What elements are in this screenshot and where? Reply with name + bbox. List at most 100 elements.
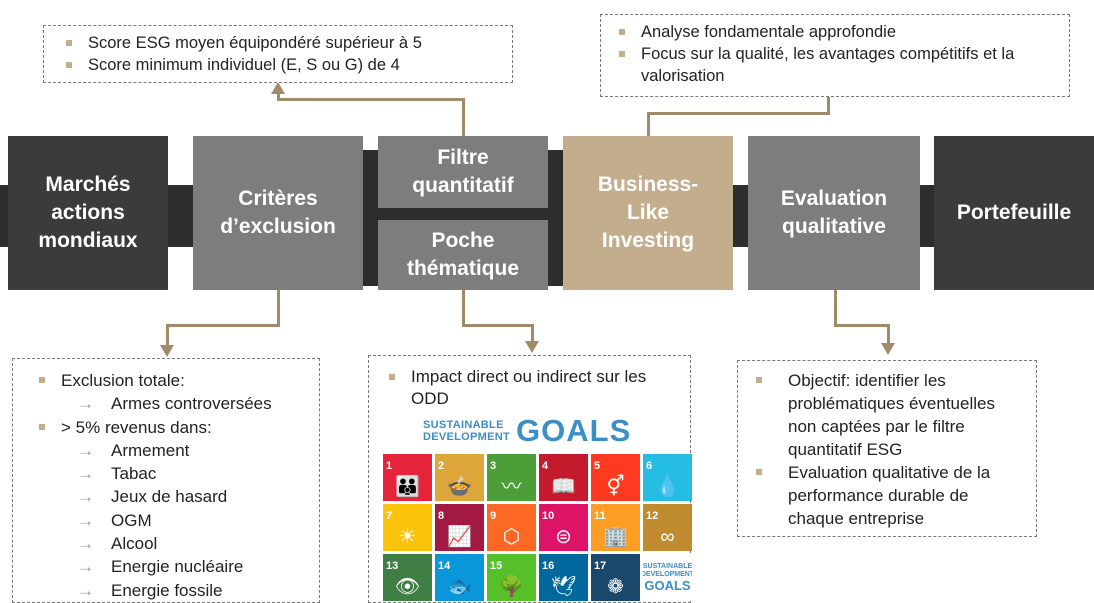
sdg-tile-number: 8 [438,510,445,522]
sdg-grid: 1👪2🍲3〰4📖5⚥6💧7☀8📈9⬡10⊜11🏢12∞13👁14🐟15🌳16🕊1… [383,454,692,601]
sdg-tile-1: 1👪 [383,454,432,501]
sdg-tile-number: 2 [438,460,445,472]
connector-thematic-v [531,324,534,342]
sdg-tile-number: 1 [386,460,393,472]
sdg-goal-icon: ❁ [607,576,624,598]
sdg-tile-10: 10⊜ [539,504,588,551]
sdg-tile-14: 14 🐟 [435,554,484,601]
connector-filter-esg-h [277,98,465,101]
qualitative-item: Evaluation qualitative de la performance… [748,461,1028,530]
sdg-goal-icon: ⬡ [502,526,521,548]
fundamental-item: Focus sur la qualité, les avantages comp… [611,43,1061,87]
sdg-goal-icon: ⊜ [555,526,572,548]
connector-thematic-h [462,324,534,327]
fundamental-analysis-box: Analyse fondamentale approfondie Focus s… [600,14,1070,97]
sdg-tile-16: 16 🕊 [539,554,588,601]
sdg-tile-number: 13 [386,560,399,572]
exclusion-revenue-item: →OGM [31,509,311,532]
exclusion-revenue-item: →Energie nucléaire [31,555,311,578]
sdg-tile-7: 7☀ [383,504,432,551]
sdg-tile-8: 8📈 [435,504,484,551]
sdg-goal-icon: 🕊 [550,576,577,598]
sdg-goal-icon: 🏢 [603,526,628,548]
sdg-tile-4: 4📖 [539,454,588,501]
stage-quantitative-filter: Filtre quantitatif [378,136,548,208]
connector-exclusion [277,290,280,326]
impact-item: Impact direct ou indirect sur les ODD [381,366,682,410]
sdg-tile-number: 10 [542,510,555,522]
sdg-tile-number: 6 [646,460,653,472]
esg-score-box: Score ESG moyen équipondéré supérieur à … [43,25,513,83]
connector-filter-esg-v [277,93,280,101]
arrowhead-esg [271,82,285,94]
sdg-tile-15: 15 🌳 [487,554,536,601]
sdg-goal-icon: 🐟 [447,576,472,598]
sdg-tile-number: 7 [386,510,393,522]
qualitative-item: Objectif: identifier les problématiques … [748,369,1028,461]
esg-item: Score minimum individuel (E, S ou G) de … [58,54,504,76]
sdg-tile-number: 4 [542,460,549,472]
exclusion-revenue-label: > 5% revenus dans: [31,416,311,439]
stage-portfolio: Portefeuille [934,136,1094,290]
sdg-tile-13: 13 👁 [383,554,432,601]
sdg-tile-number: 15 [490,560,503,572]
connector-qualitative-h [834,324,890,327]
sdg-tile-11: 11 🏢 [591,504,640,551]
sdg-logo-tile-text: GOALS [644,577,691,593]
connector-qualitative [834,290,837,326]
stage-global-equity-markets: Marchés actions mondiaux [8,136,168,290]
arrow-icon: → [77,510,94,530]
sdg-goal-icon: ☀ [398,526,417,548]
sdg-goal-icon: 〰 [501,476,522,498]
sdg-tile-number: 12 [646,510,659,522]
exclusion-revenue-item: →Tabac [31,462,311,485]
sdg-goal-icon: 📖 [551,476,576,498]
sdg-tile-6: 6💧 [643,454,692,501]
sdg-goal-icon: 💧 [655,476,680,498]
sdg-logo-tile-text: DEVELOPMENT [643,570,692,578]
exclusion-revenue-item: →Alcool [31,532,311,555]
exclusion-revenue-item: →Armement [31,439,311,462]
sdg-tile-2: 2🍲 [435,454,484,501]
arrowhead-impact [525,341,539,353]
connector-filter-esg [462,100,465,136]
exclusion-box: Exclusion totale: →Armes controversées >… [12,358,320,603]
arrow-icon: → [77,464,94,484]
arrow-icon: → [77,534,94,554]
sdg-tile-12: 12∞ [643,504,692,551]
connector-qualitative-v [887,324,890,344]
sdg-tile-3: 3〰 [487,454,536,501]
sdg-tile-number: 5 [594,460,601,472]
fundamental-item: Analyse fondamentale approfondie [611,21,1061,43]
sdg-goal-icon: 👁 [394,576,421,598]
arrowhead-exclusion [160,345,174,357]
stage-thematic-pocket: Poche thématique [378,220,548,290]
sdg-goal-icon: ⚥ [606,476,625,498]
sdg-tile-number: 9 [490,510,497,522]
sdg-goal-icon: ∞ [660,526,675,548]
sdg-goal-icon: 🌳 [499,576,524,598]
sdg-tile-9: 9⬡ [487,504,536,551]
exclusion-total-label: Exclusion totale: [31,369,311,392]
connector-business-fundamental-h [647,112,829,115]
connector-exclusion-h [166,324,280,327]
exclusion-total-item: →Armes controversées [31,392,311,415]
arrow-icon: → [77,557,94,577]
connector-thematic [462,290,465,326]
sdg-goal-icon: 🍲 [447,476,472,498]
arrow-icon: → [77,394,94,414]
connector-exclusion-v [166,324,169,346]
connector-business-fundamental-v [827,97,830,115]
sdg-tile-number: 14 [438,560,451,572]
sdg-tile-number: 3 [490,460,497,472]
stage-exclusion-criteria: Critères d’exclusion [193,136,363,290]
sdg-tile-number: 11 [594,510,606,522]
stage-business-like-investing: Business- Like Investing [563,136,733,290]
arrow-icon: → [77,487,94,507]
connector-business-fundamental [647,114,650,136]
sdg-tile-number: 16 [542,560,555,572]
qualitative-box: Objectif: identifier les problématiques … [737,360,1037,537]
esg-item: Score ESG moyen équipondéré supérieur à … [58,32,504,54]
arrow-icon: → [77,440,94,460]
